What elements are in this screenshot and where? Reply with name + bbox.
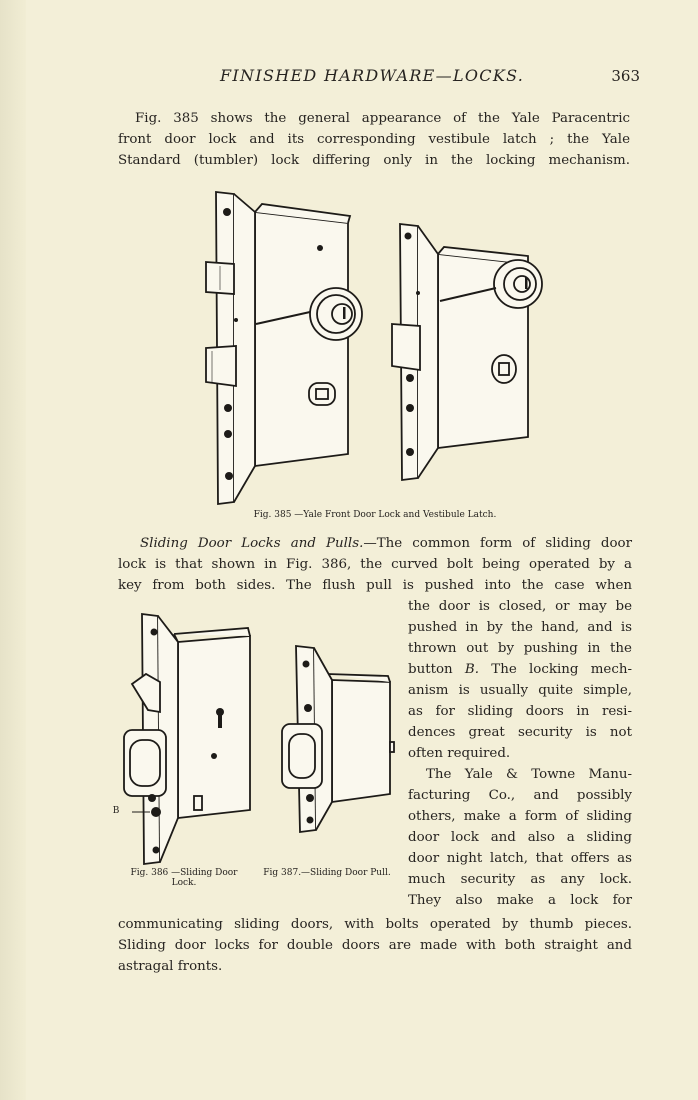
text-line: lock is that shown in Fig. 386, the curv… xyxy=(118,557,632,572)
text-line: much security as any lock. xyxy=(408,872,632,887)
page-edge xyxy=(0,0,26,1100)
text-line: Standard (tumbler) lock differing only i… xyxy=(118,153,630,168)
text-line: facturing Co., and possibly xyxy=(408,788,632,803)
text-line: thrown out by pushing in the xyxy=(408,641,632,656)
figure-387-caption: Fig 387.—Sliding Door Pull. xyxy=(263,868,391,878)
page-number: 363 xyxy=(611,67,640,85)
text-line: dences great security is not xyxy=(408,725,632,740)
text-line: communicating sliding doors, with bolts … xyxy=(118,917,632,932)
text-line: anism is usually quite simple, xyxy=(408,683,632,698)
text-fragment: The locking mech- xyxy=(479,662,632,677)
text-line: door night latch, that offers as xyxy=(408,851,632,866)
text-line: Fig. 385 shows the general appearance of… xyxy=(135,111,630,126)
text-line: often required. xyxy=(408,746,511,761)
figure-386-caption: Fig. 386 —Sliding Door Lock. xyxy=(130,868,238,888)
text-line: pushed in by the hand, and is xyxy=(408,620,632,635)
section-heading: Sliding Door Locks and Pulls. xyxy=(140,536,364,551)
vestibule-latch-illustration xyxy=(391,222,543,482)
text-line: the door is closed, or may be xyxy=(408,599,632,614)
text-line: The Yale & Towne Manu- xyxy=(426,767,632,782)
text-fragment: button xyxy=(408,662,453,677)
text-line: Sliding door locks for double doors are … xyxy=(118,938,632,953)
text-line: door lock and also a sliding xyxy=(408,830,632,845)
label-b: B xyxy=(112,806,120,816)
running-head: FINISHED HARDWARE—LOCKS. 363 xyxy=(110,66,640,90)
text-fragment: —The common form of sliding door xyxy=(363,536,632,551)
text-line: as for sliding doors in resi- xyxy=(408,704,632,719)
text-line: front door lock and its corresponding ve… xyxy=(118,132,630,147)
front-door-lock-illustration xyxy=(205,190,363,506)
text-line: key from both sides. The flush pull is p… xyxy=(118,578,632,593)
text-line: astragal fronts. xyxy=(118,959,223,974)
text-line: They also make a lock for xyxy=(408,893,632,908)
sliding-door-lock-illustration xyxy=(123,612,251,866)
figure-385-caption: Fig. 385 —Yale Front Door Lock and Vesti… xyxy=(253,510,497,520)
button-letter: B. xyxy=(464,662,480,677)
text-line: Sliding Door Locks and Pulls.—The common… xyxy=(140,533,632,554)
text-line: button B. The locking mech- xyxy=(408,659,632,680)
text-line: others, make a form of sliding xyxy=(408,809,632,824)
running-title: FINISHED HARDWARE—LOCKS. xyxy=(220,66,525,85)
sliding-door-pull-illustration xyxy=(281,644,395,834)
